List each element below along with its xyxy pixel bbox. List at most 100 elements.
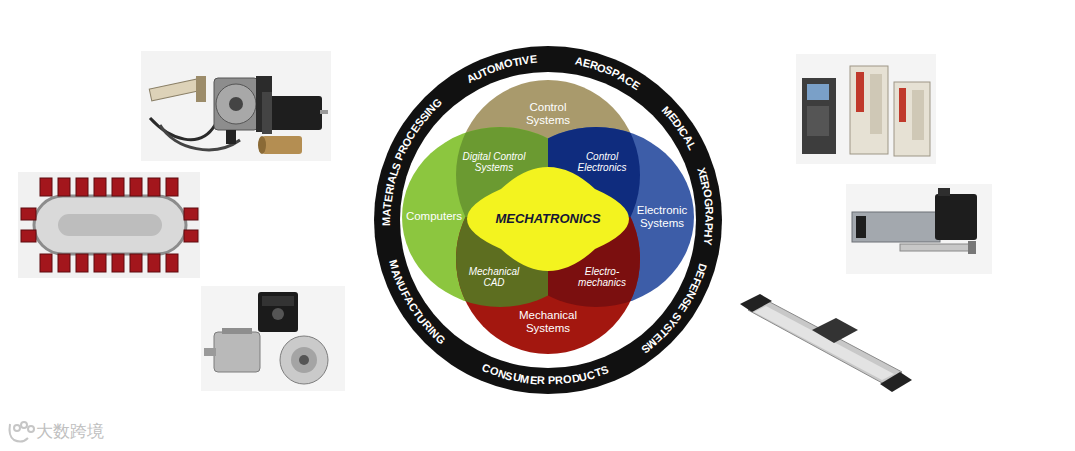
ring-letter: Y [702, 237, 714, 246]
servo-drive-photo-part [796, 54, 936, 164]
linear-actuator-photo-part [968, 241, 976, 254]
gearbox-photo [201, 286, 345, 391]
servo-drive-photo [796, 54, 936, 164]
mechatronics-core-group [467, 167, 629, 271]
servo-drive-photo-part [856, 72, 864, 112]
chain-conveyor-photo-part-part [40, 178, 52, 196]
chain-conveyor-photo-part-part [76, 178, 88, 196]
chain-conveyor-photo-part-part [148, 254, 160, 272]
ring-letter: P [703, 222, 714, 230]
ring-letter: E [529, 374, 537, 386]
servo-motor-photo-part [141, 51, 331, 161]
industry-label: MEDICAL [660, 105, 698, 152]
ring-letter: R [537, 375, 545, 386]
ring-letter: R [703, 206, 714, 215]
servo-motor-photo-part [149, 79, 198, 101]
servo-motor-photo-part [196, 76, 206, 102]
servo-motor-photo-part [214, 78, 258, 130]
chain-conveyor-photo-part [58, 214, 162, 236]
linear-rail-photo-part [754, 306, 894, 380]
ring-letter: A [703, 214, 714, 222]
chain-conveyor-photo-part-part [76, 254, 88, 272]
servo-drive-photo-part [899, 88, 906, 122]
overlap-fill [456, 127, 548, 217]
gearbox-photo-part [299, 355, 309, 365]
industry-label: CONSUMER PRODUCTS [480, 362, 610, 386]
servo-motor-photo-part [229, 97, 243, 111]
ring-letter: P [548, 375, 556, 386]
chain-conveyor-photo-part-part [94, 178, 106, 196]
gearbox-photo-part [272, 308, 284, 320]
overlap-label: Digital Control Systems [460, 151, 528, 174]
servo-drive-photo-part [894, 82, 930, 156]
overlap-fill [548, 217, 640, 307]
overlap-label: Mechanical CAD [464, 266, 524, 289]
industry-label: MANUFACTURING [387, 259, 447, 346]
watermark-logo-part [14, 425, 20, 431]
discipline-label: Mechanical Systems [513, 309, 583, 335]
chain-conveyor-photo-part-part [166, 178, 178, 196]
overlap-fill [456, 217, 548, 307]
chain-conveyor-photo-part [34, 196, 186, 254]
gearbox-photo-part [222, 328, 252, 334]
chain-conveyor-photo-part-part [40, 254, 52, 272]
chain-conveyor-photo-part-part [58, 254, 70, 272]
servo-motor-photo-part [216, 84, 256, 124]
gearbox-photo-part [204, 348, 216, 356]
chain-conveyor-photo-part-part [184, 230, 198, 242]
discipline-label: Computers [402, 210, 466, 223]
linear-actuator-photo-part [938, 188, 950, 196]
chain-conveyor-photo-part-part [130, 178, 142, 196]
industry-label: MATERIALS PROCESSING [381, 96, 444, 226]
watermark-text: 大数跨境 [36, 420, 104, 443]
ring-letter: E [529, 54, 537, 66]
servo-motor-photo-part [258, 136, 266, 154]
chain-conveyor-photo-part-part [112, 178, 124, 196]
linear-rail-photo [740, 294, 912, 392]
linear-actuator-photo-part [856, 216, 866, 238]
chain-conveyor-photo-part [21, 178, 198, 272]
ring-inner-disk [400, 72, 696, 368]
linear-actuator-photo-part [852, 212, 940, 242]
linear-rail-photo-part [812, 318, 858, 343]
servo-motor-photo-part [226, 130, 236, 144]
industry-ring: MATERIALS PROCESSING AUTOMOTIVE AEROSPACE M… [374, 46, 722, 394]
ring-band [374, 46, 722, 394]
chain-conveyor-photo-part-part [166, 254, 178, 272]
servo-motor-photo-part [262, 136, 302, 154]
servo-drive-photo-part [807, 84, 829, 100]
industry-label: AEROSPACE [574, 56, 642, 92]
ring-letter: H [703, 229, 715, 238]
ring-letter: G [702, 197, 714, 207]
industry-label: AUTOMOTIVE [465, 54, 538, 86]
overlap-region-group [456, 127, 548, 217]
mechatronics-core: MECHATRONICS [467, 167, 629, 271]
linear-actuator-photo-part [900, 244, 970, 251]
linear-rail-photo-part [748, 300, 902, 384]
watermark-logo-part [28, 426, 34, 432]
ring-letter: R [555, 375, 564, 387]
overlap-region-group [548, 217, 640, 307]
chain-conveyor-photo-part [18, 172, 200, 278]
ring-letter: M [381, 217, 392, 226]
chain-conveyor-photo-part-part [112, 254, 124, 272]
chain-conveyor-photo-part-part [21, 230, 36, 242]
discipline-label: Control Systems [518, 101, 578, 127]
servo-motor-photo-part [262, 92, 272, 134]
core-fill [467, 167, 629, 271]
servo-drive-photo-part [870, 74, 882, 134]
servo-motor-photo-part [320, 110, 328, 114]
overlap-region-group [456, 217, 548, 307]
industry-label: DEFENSE SYSTEMS [639, 262, 708, 355]
gearbox-photo-part [291, 347, 317, 373]
linear-rail-photo-part [740, 294, 772, 312]
linear-actuator-photo [846, 184, 992, 274]
industry-label: XEROGRAPHY [695, 166, 714, 246]
discipline-label: Electronic Systems [631, 204, 693, 230]
gearbox-photo-part [280, 336, 328, 384]
linear-actuator-photo-part [935, 194, 977, 240]
chain-conveyor-photo-part-part [148, 178, 160, 196]
gearbox-photo-part [262, 296, 294, 306]
core-label: MECHATRONICS [483, 212, 613, 227]
